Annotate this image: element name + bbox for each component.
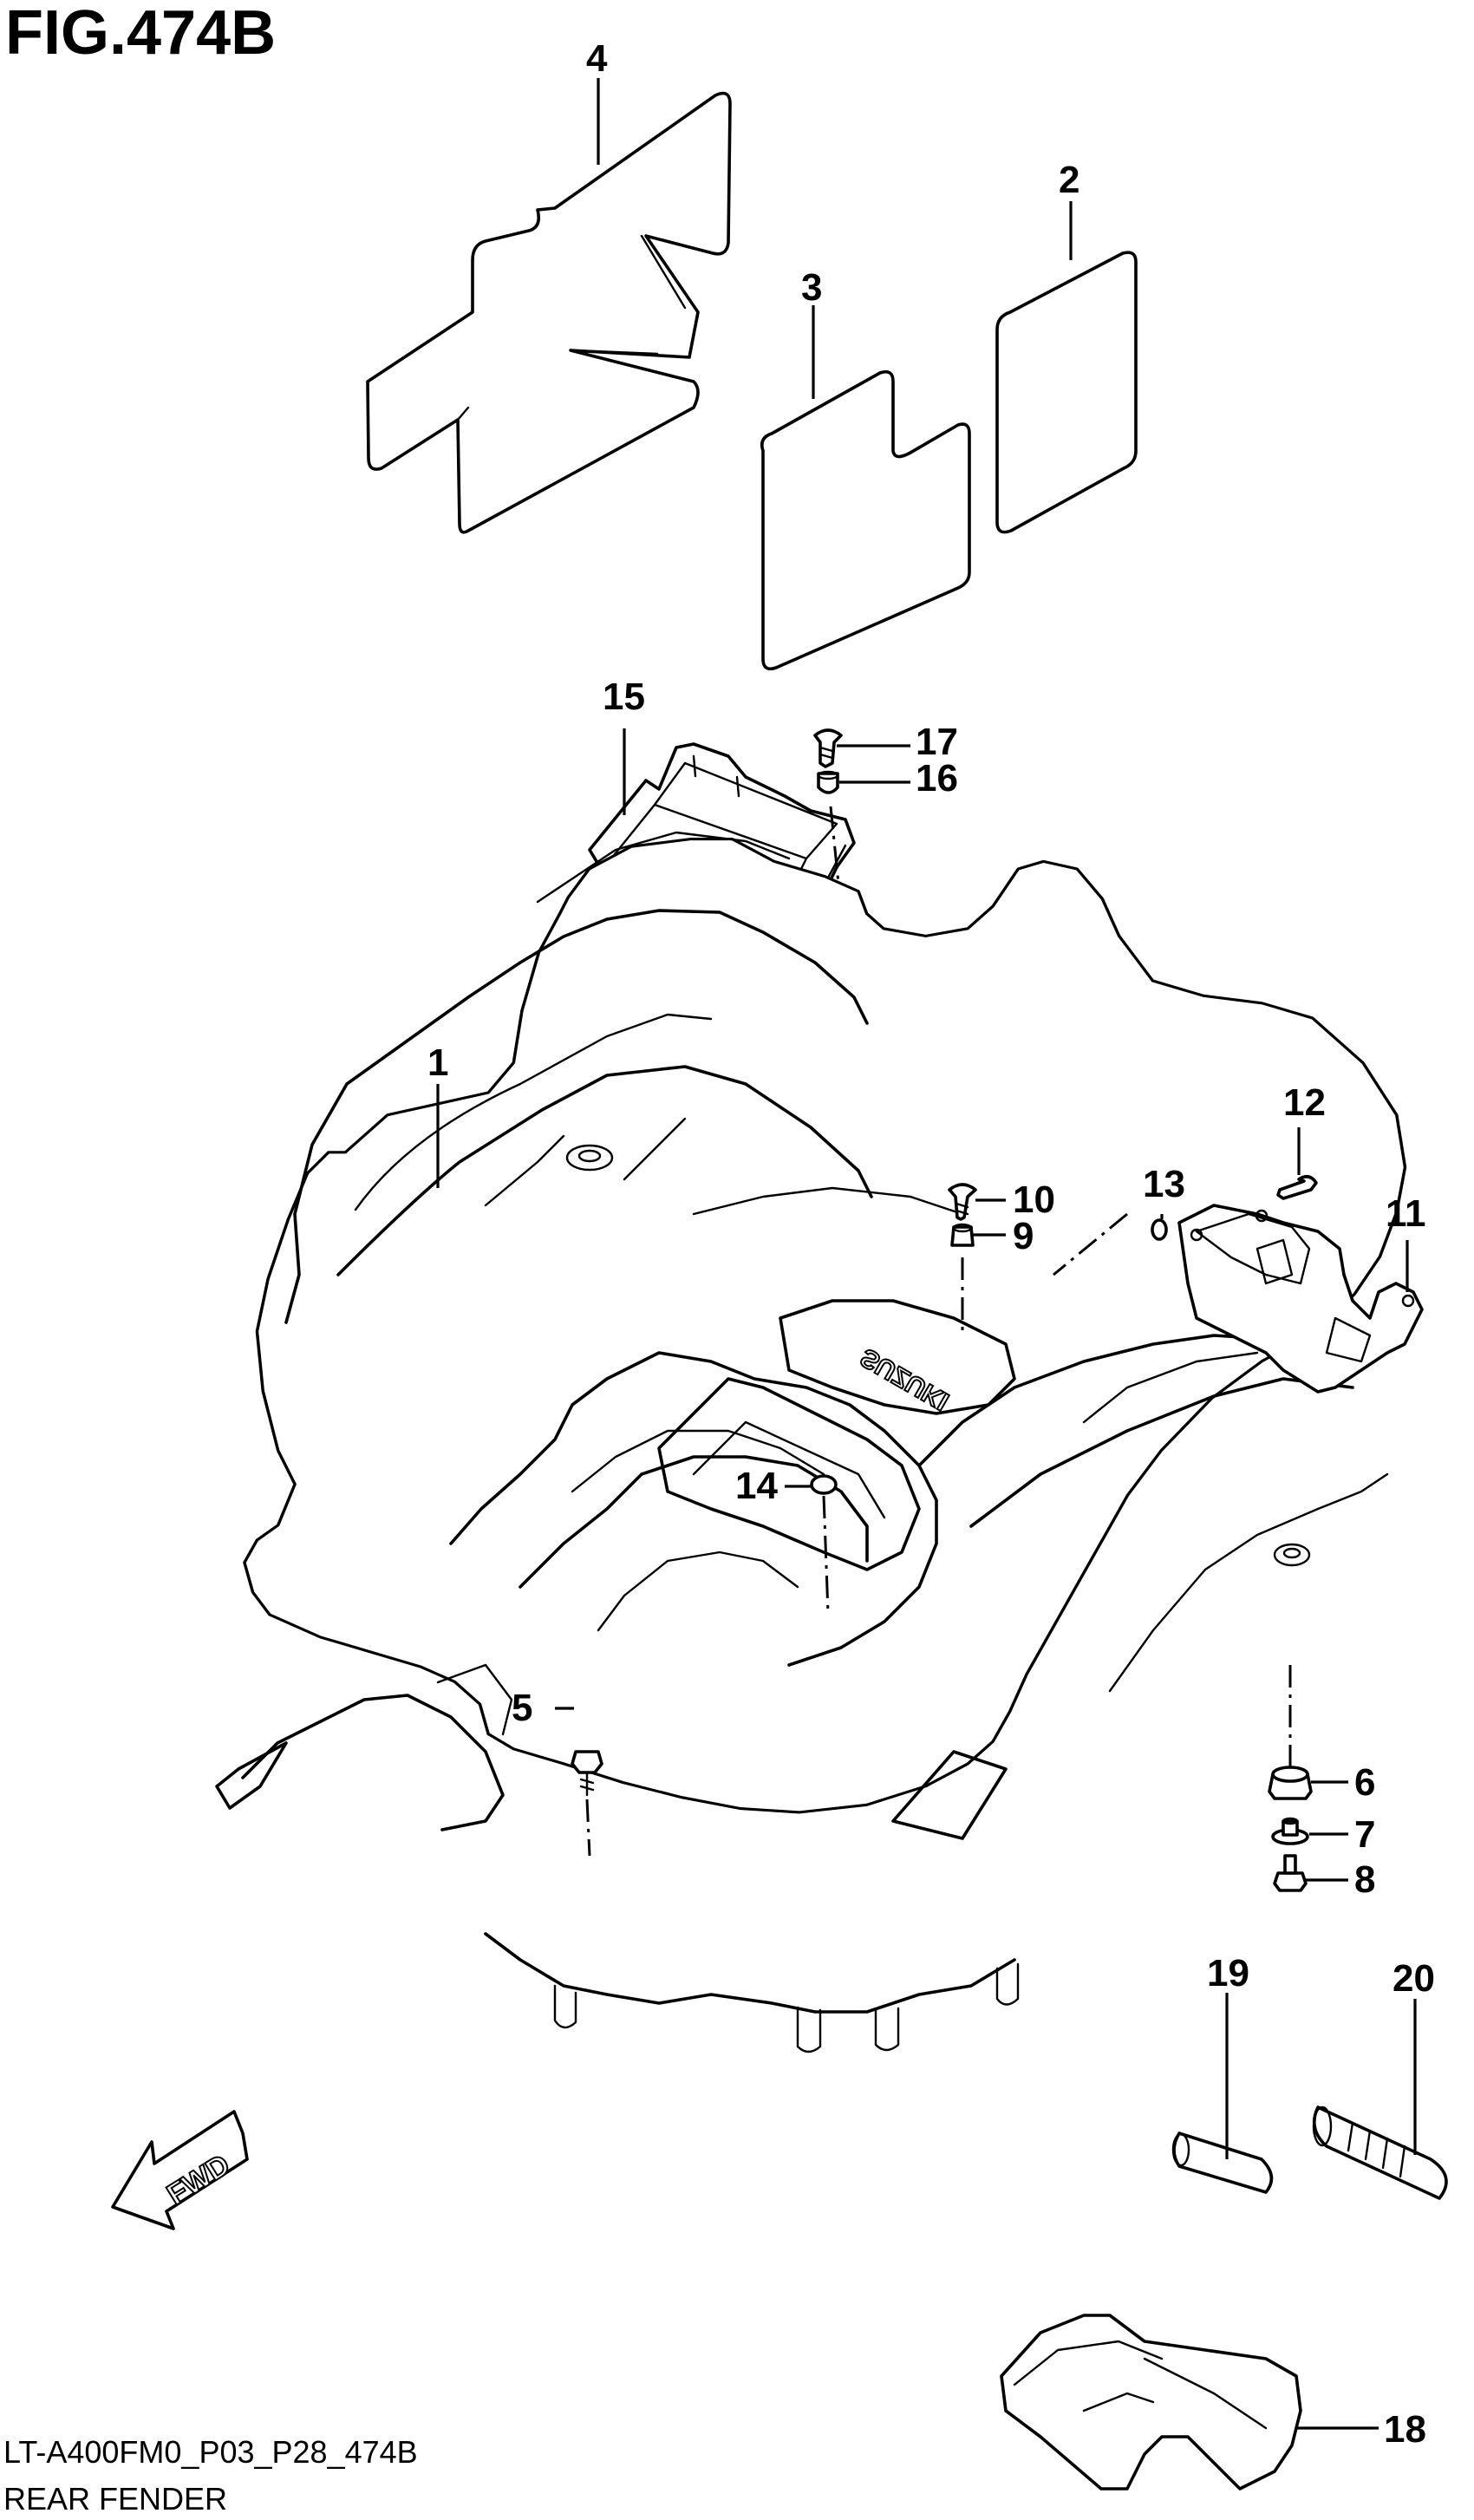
part-3-decal [760, 369, 971, 671]
callouts: 4 2 3 15 17 16 1 12 13 10 9 11 14 5 6 7 … [427, 37, 1435, 2451]
fender-contours [215, 831, 1389, 2053]
callout-15: 15 [603, 676, 645, 718]
part-13-washer [1151, 1218, 1168, 1241]
part-18-cover [1000, 2314, 1302, 2491]
callout-12: 12 [1283, 1081, 1326, 1124]
callout-14: 14 [735, 1465, 778, 1507]
part-19-cylinder [1171, 2132, 1274, 2194]
part-4-decal-large [366, 91, 732, 534]
part-11-bracket [1177, 1204, 1424, 1394]
figure-code: LT-A400FM0_P03_P28_474B [3, 2434, 418, 2470]
leader-lines [436, 78, 1417, 2430]
fwd-arrow: FWD [111, 2110, 249, 2230]
callout-20: 20 [1392, 1957, 1435, 2000]
figure-title: FIG.474B [5, 0, 276, 68]
callout-19: 19 [1207, 1952, 1249, 1994]
callout-3: 3 [801, 266, 822, 309]
callout-7: 7 [1354, 1813, 1375, 1856]
callout-5: 5 [512, 1687, 532, 1729]
part-10-screw [948, 1183, 977, 1221]
callout-9: 9 [1013, 1215, 1034, 1257]
callout-16: 16 [916, 757, 958, 800]
callout-6: 6 [1354, 1761, 1375, 1804]
part-1-rear-fender [243, 838, 1407, 1814]
figure-name: REAR FENDER [3, 2481, 227, 2517]
callout-13: 13 [1143, 1163, 1185, 1205]
callout-10: 10 [1013, 1178, 1055, 1221]
callout-4: 4 [586, 37, 608, 80]
fender-tray [657, 1377, 921, 1571]
callout-17: 17 [916, 721, 958, 763]
part-2-decal [995, 251, 1138, 534]
assembly-line-11 [1053, 1212, 1128, 1276]
part-20-handle [1312, 2105, 1448, 2200]
callout-1: 1 [427, 1041, 448, 1084]
callout-11: 11 [1386, 1192, 1426, 1235]
part-14-grommet [810, 1474, 838, 1614]
part-16-grommet [817, 770, 839, 794]
part-7-collar [1271, 1817, 1309, 1845]
part-5-bolt [571, 1750, 603, 1857]
part-12-screw [1276, 1175, 1318, 1200]
part-6-grommet [1268, 1766, 1313, 1800]
callout-18: 18 [1384, 2408, 1426, 2451]
part-9-nut [950, 1223, 975, 1247]
part-8-bolt [1273, 1854, 1308, 1892]
fender-holes [565, 1144, 1311, 1567]
part-17-screw [813, 728, 843, 768]
callout-2: 2 [1059, 159, 1079, 201]
callout-8: 8 [1354, 1858, 1375, 1901]
